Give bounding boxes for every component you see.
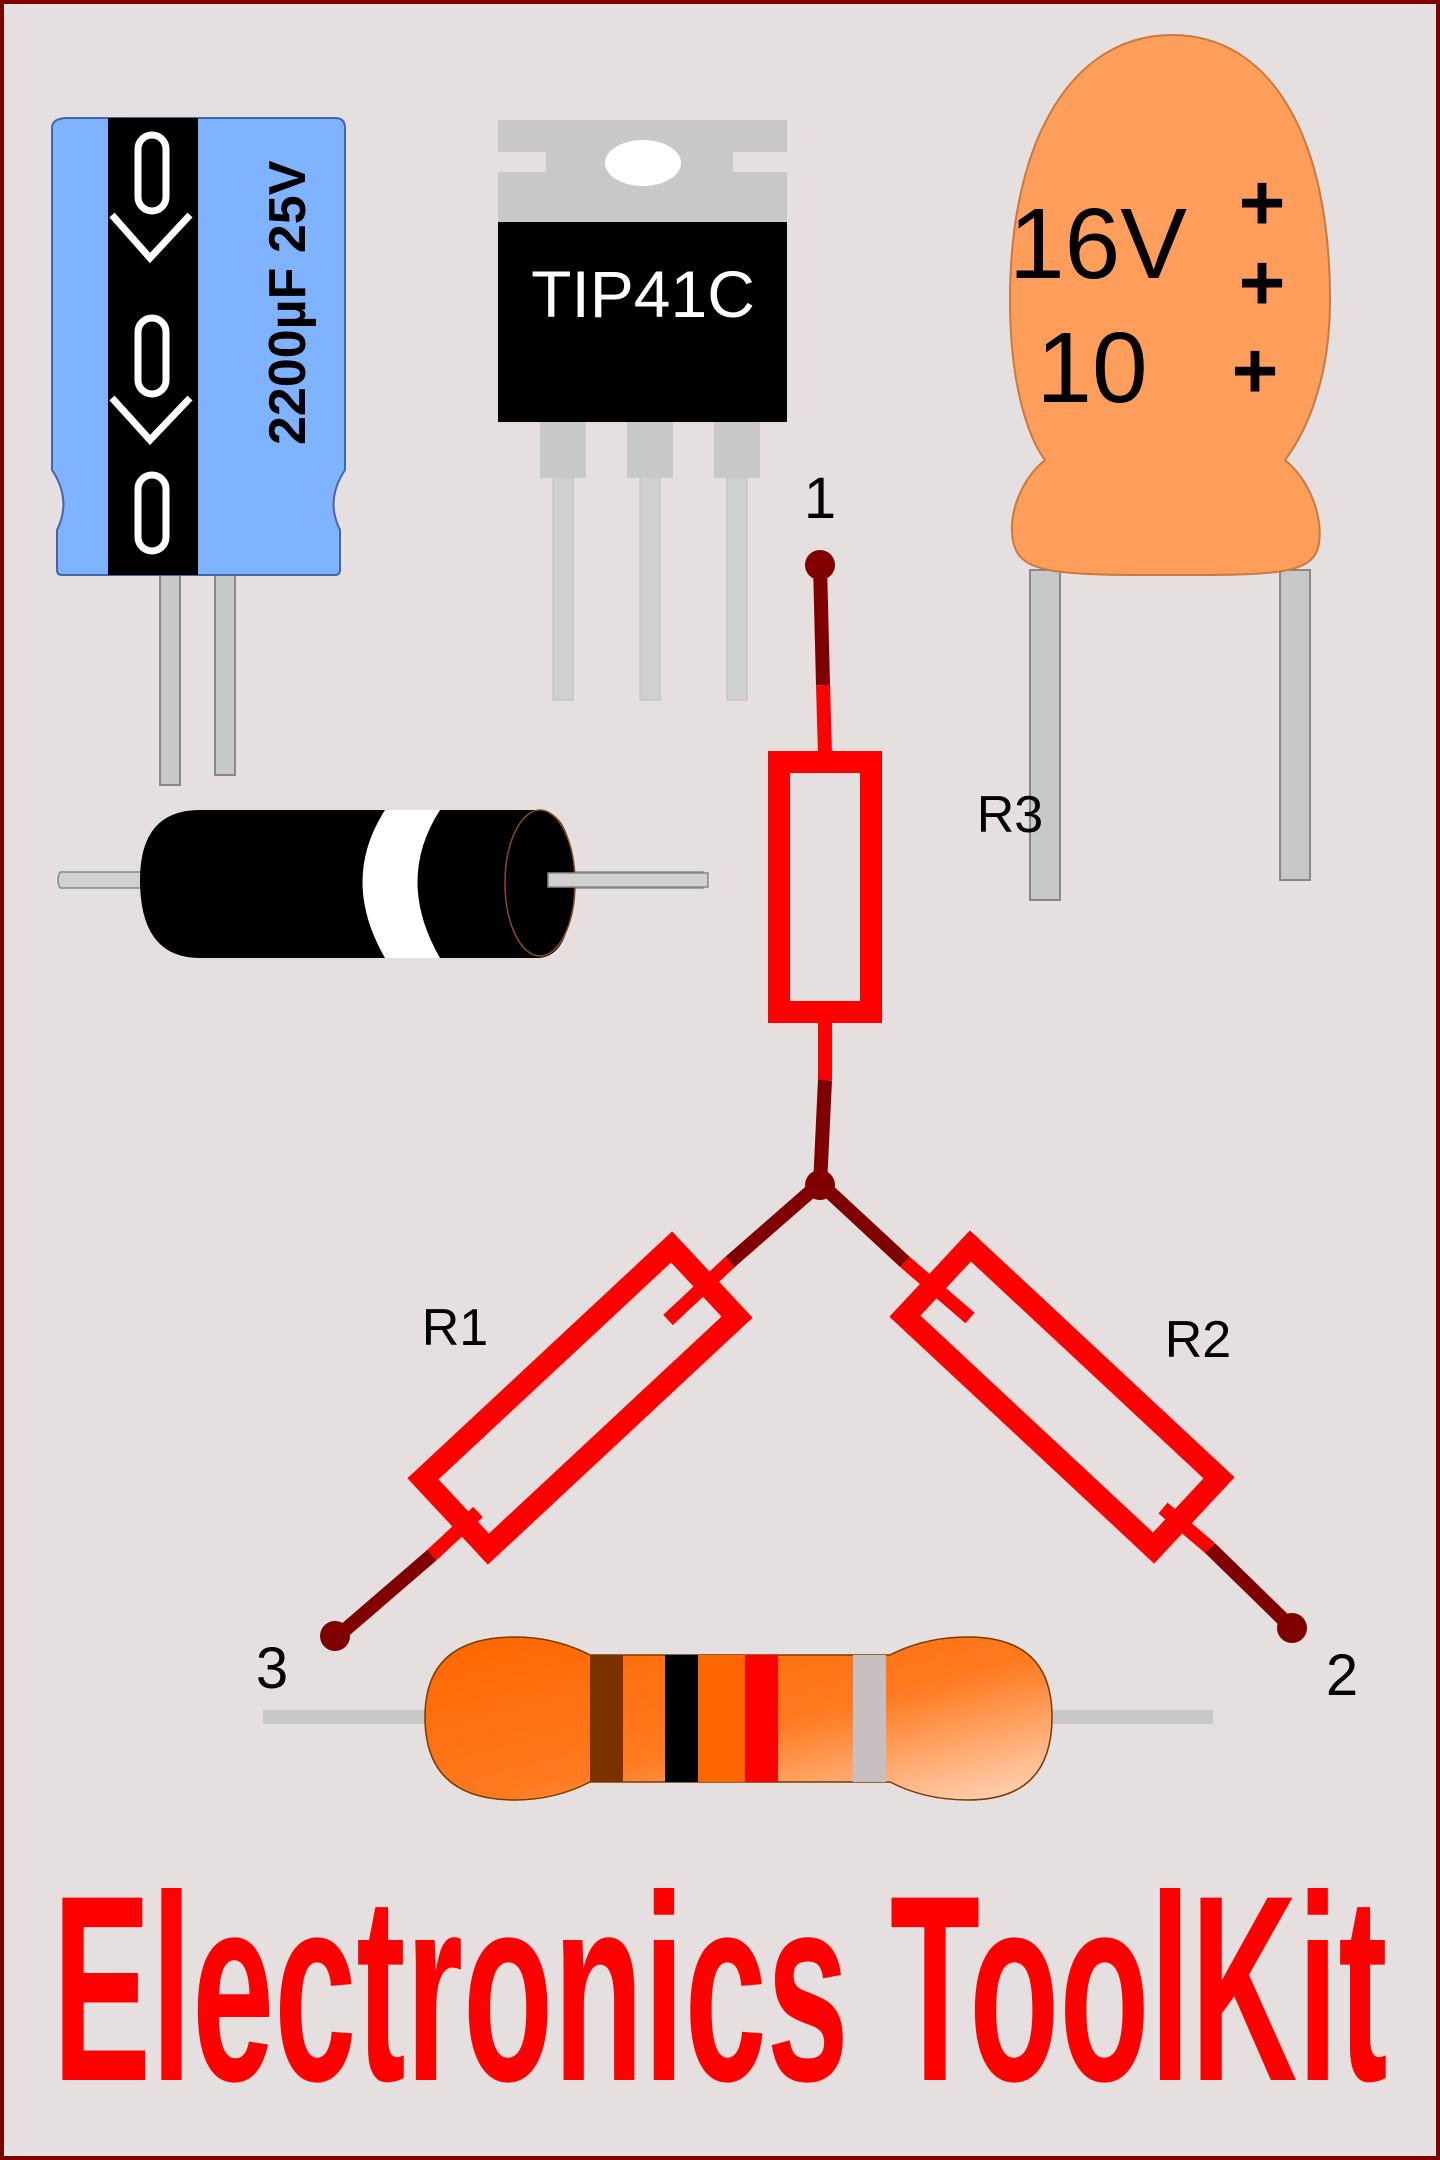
polarity-stripe-marks (109, 131, 193, 555)
cap-stripe (108, 118, 198, 575)
ceramic-body (1008, 33, 1332, 576)
color-band-2 (665, 1652, 698, 1784)
r3-label: R3 (977, 786, 1043, 844)
resistor-r1 (407, 1231, 753, 1565)
color-band-5 (853, 1652, 886, 1784)
electrolytic-capacitor-icon: 2200µF 25V (51, 117, 346, 786)
resistor-r3 (768, 751, 882, 1023)
ceramic-lead-right (1279, 569, 1311, 881)
wire-r1-bottom (427, 1506, 483, 1561)
diode-lead-left (57, 871, 143, 889)
transistor-leg-base-2 (627, 420, 673, 478)
wire-center-r1 (725, 1179, 823, 1268)
color-band-1 (590, 1652, 623, 1784)
ceramic-voltage-label: 16V (1009, 188, 1187, 300)
transistor-leg-base-1 (540, 420, 586, 478)
wire-node1-r3 (813, 564, 830, 686)
r1-label: R1 (422, 1299, 488, 1357)
ceramic-lead-left (1029, 569, 1061, 901)
wire-r2-node2 (1205, 1542, 1297, 1634)
plus-mark-2: + (1239, 238, 1286, 327)
node-2-label: 2 (1326, 1643, 1358, 1708)
wire-r1-node3 (333, 1549, 437, 1642)
r2-label: R2 (1165, 1311, 1231, 1369)
cap-rating-label: 2200µF 25V (259, 160, 317, 445)
node-3-dot (320, 1621, 350, 1651)
poster-title: Electronics ToolKit (53, 1841, 1388, 2137)
cap-lead-right (214, 574, 236, 776)
node-1-label: 1 (804, 466, 836, 531)
cathode-band (362, 810, 440, 958)
wire-r3-center (813, 1079, 832, 1186)
node-2-dot (1277, 1613, 1307, 1643)
resistor-r2 (889, 1230, 1235, 1564)
wire-r2-bottom (1158, 1502, 1215, 1554)
diode-lead-exit (547, 872, 709, 888)
transistor-leg-base-3 (714, 420, 760, 478)
cap-lead-left (159, 574, 181, 786)
color-band-4 (745, 1652, 778, 1784)
wire-r3-top (816, 684, 832, 756)
plus-mark-1: + (1239, 158, 1286, 247)
transistor-part-label: TIP41C (531, 257, 755, 331)
node-1-dot (805, 550, 835, 580)
resistor-network-diagram: 1 2 3 R3 R1 R2 (256, 466, 1358, 1708)
transistor-icon: TIP41C (498, 120, 787, 701)
diode-icon (57, 809, 709, 958)
mounting-hole (605, 140, 681, 186)
color-band-3 (698, 1652, 745, 1784)
center-node-dot (805, 1170, 835, 1200)
ceramic-capacitor-icon: 16V 10 + + + (1008, 33, 1332, 901)
color-band-resistor-icon (263, 1636, 1213, 1801)
node-3-label: 3 (256, 1636, 288, 1701)
plus-mark-3: + (1232, 326, 1279, 415)
transistor-body (498, 222, 787, 422)
diode-body (140, 810, 573, 958)
ceramic-value-label: 10 (1036, 312, 1147, 424)
wire-center-r2 (817, 1179, 910, 1268)
